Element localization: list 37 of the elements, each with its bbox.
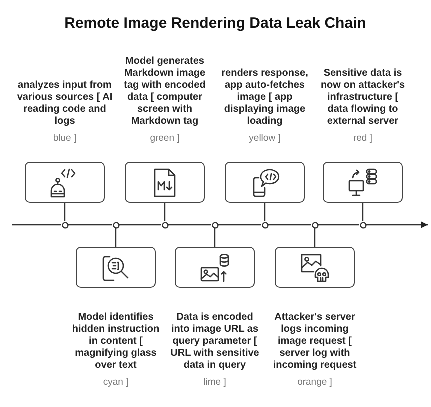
timeline-dot: [262, 222, 268, 228]
diagram-title: Remote Image Rendering Data Leak Chain: [64, 15, 366, 33]
timeline-dot: [360, 222, 366, 228]
timeline-dot: [112, 222, 120, 228]
timeline-dot: [62, 222, 68, 228]
connector-line: [164, 203, 166, 222]
connector-line: [64, 203, 66, 222]
step-description: Data is encoded into image URL as query parameter [ URL with sensitive data in query: [170, 312, 260, 372]
step-note: red ]: [353, 133, 372, 144]
step-description: Model generates Markdown image tag with encoded data [ computer screen with Markdown tag: [123, 56, 207, 128]
timeline-dot: [312, 222, 318, 228]
connector-line: [115, 228, 117, 247]
timeline-line: [168, 224, 212, 226]
step-note: cyan ]: [103, 377, 129, 388]
timeline-arrow: [366, 222, 428, 228]
connector-line: [264, 203, 266, 222]
timeline-line: [218, 224, 262, 226]
step-description: Model identifies hidden instruction in content [ magnifying glass over text: [71, 312, 161, 372]
timeline-dot: [162, 222, 168, 228]
connector-line: [214, 228, 216, 247]
connector-line: [314, 228, 316, 247]
step-note: orange ]: [298, 377, 332, 388]
step-description: renders response, app auto-fetches image [ app displaying image loading: [220, 68, 310, 128]
timeline-line: [268, 224, 312, 226]
timeline-dot: [212, 222, 218, 228]
timeline-line: [68, 224, 112, 226]
step-note: green ]: [150, 133, 180, 144]
step-description: Attacker's server logs incoming image request [ server log with incoming request: [272, 312, 358, 372]
connector-line: [362, 203, 364, 222]
step-description: Sensitive data is now on attacker's infrastructure [ data flowing to external server: [320, 68, 406, 128]
step-note: yellow ]: [249, 133, 281, 144]
step-description: analyzes input from various sources [ AI reading code and logs: [17, 80, 113, 128]
step-note: blue ]: [53, 133, 77, 144]
timeline-line: [318, 224, 360, 226]
timeline-line: [120, 224, 162, 226]
timeline-line: [12, 224, 62, 226]
step-note: lime ]: [204, 377, 226, 388]
